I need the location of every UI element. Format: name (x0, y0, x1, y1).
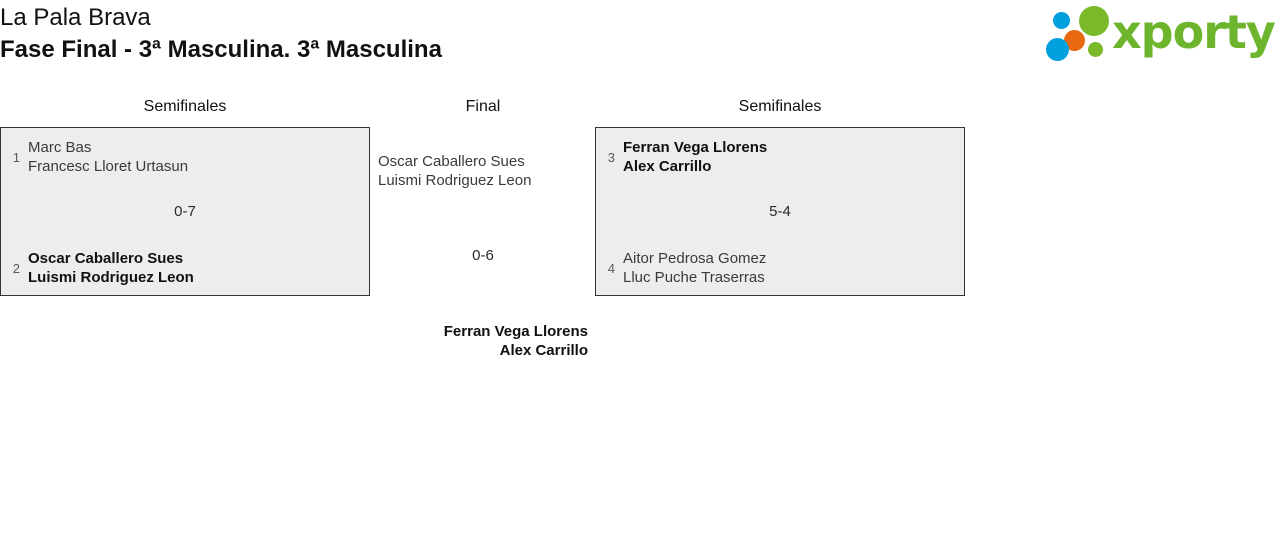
team-seed: 2 (12, 261, 20, 276)
xporty-logo[interactable]: xporty (1046, 4, 1276, 62)
logo-dot-orange-icon (1064, 30, 1085, 51)
page-subtitle: Fase Final - 3ª Masculina. 3ª Masculina (0, 36, 442, 63)
team-row-champion[interactable]: Ferran Vega Llorens Alex Carrillo (378, 322, 588, 360)
player-name: Luismi Rodriguez Leon (28, 269, 194, 286)
match-score: 5-4 (769, 203, 791, 220)
logo-dot-green-large-icon (1079, 6, 1109, 36)
round-title-semifinals-left: Semifinales (143, 98, 227, 115)
logo-dot-green-small-icon (1088, 42, 1103, 57)
team-row[interactable]: 2 Oscar Caballero Sues Luismi Rodriguez … (8, 249, 194, 287)
page-title: La Pala Brava (0, 4, 151, 31)
player-name: Alex Carrillo (499, 342, 588, 359)
player-name: Luismi Rodriguez Leon (378, 172, 532, 189)
player-name: Marc Bas (28, 139, 92, 156)
player-name: Oscar Caballero Sues (28, 250, 184, 267)
team-players: Aitor Pedrosa Gomez Lluc Puche Traserras (623, 249, 766, 287)
logo-dot-blue-large-icon (1046, 38, 1069, 61)
match-score: 0-7 (174, 203, 196, 220)
team-seed: 4 (607, 261, 615, 276)
team-players: Ferran Vega Llorens Alex Carrillo (623, 138, 767, 176)
logo-dots-icon (1046, 4, 1116, 62)
team-players: Marc Bas Francesc Lloret Urtasun (28, 138, 188, 176)
team-row[interactable]: 1 Marc Bas Francesc Lloret Urtasun (8, 138, 188, 176)
team-row[interactable]: Oscar Caballero Sues Luismi Rodriguez Le… (378, 152, 588, 190)
round-title-semifinals-right: Semifinales (738, 98, 822, 115)
team-row[interactable]: 4 Aitor Pedrosa Gomez Lluc Puche Traserr… (603, 249, 767, 287)
round-title-final: Final (465, 98, 501, 115)
player-name: Alex Carrillo (623, 158, 712, 175)
player-name: Aitor Pedrosa Gomez (623, 250, 767, 267)
page-header: La Pala Brava Fase Final - 3ª Masculina.… (0, 0, 1280, 78)
team-row[interactable]: 3 Ferran Vega Llorens Alex Carrillo (603, 138, 767, 176)
player-name: Ferran Vega Llorens (623, 139, 768, 156)
match-semifinal-left[interactable] (0, 127, 370, 296)
player-name: Lluc Puche Traserras (623, 269, 765, 286)
team-seed: 3 (607, 150, 615, 165)
logo-wordmark: xporty (1112, 5, 1276, 59)
match-semifinal-right[interactable] (595, 127, 965, 296)
match-score: 0-6 (472, 247, 494, 264)
team-seed: 1 (12, 150, 20, 165)
player-name: Oscar Caballero Sues (378, 153, 525, 170)
logo-dot-blue-small-icon (1053, 12, 1070, 29)
player-name: Francesc Lloret Urtasun (28, 158, 189, 175)
player-name: Ferran Vega Llorens (443, 323, 588, 340)
team-players: Oscar Caballero Sues Luismi Rodriguez Le… (28, 249, 194, 287)
